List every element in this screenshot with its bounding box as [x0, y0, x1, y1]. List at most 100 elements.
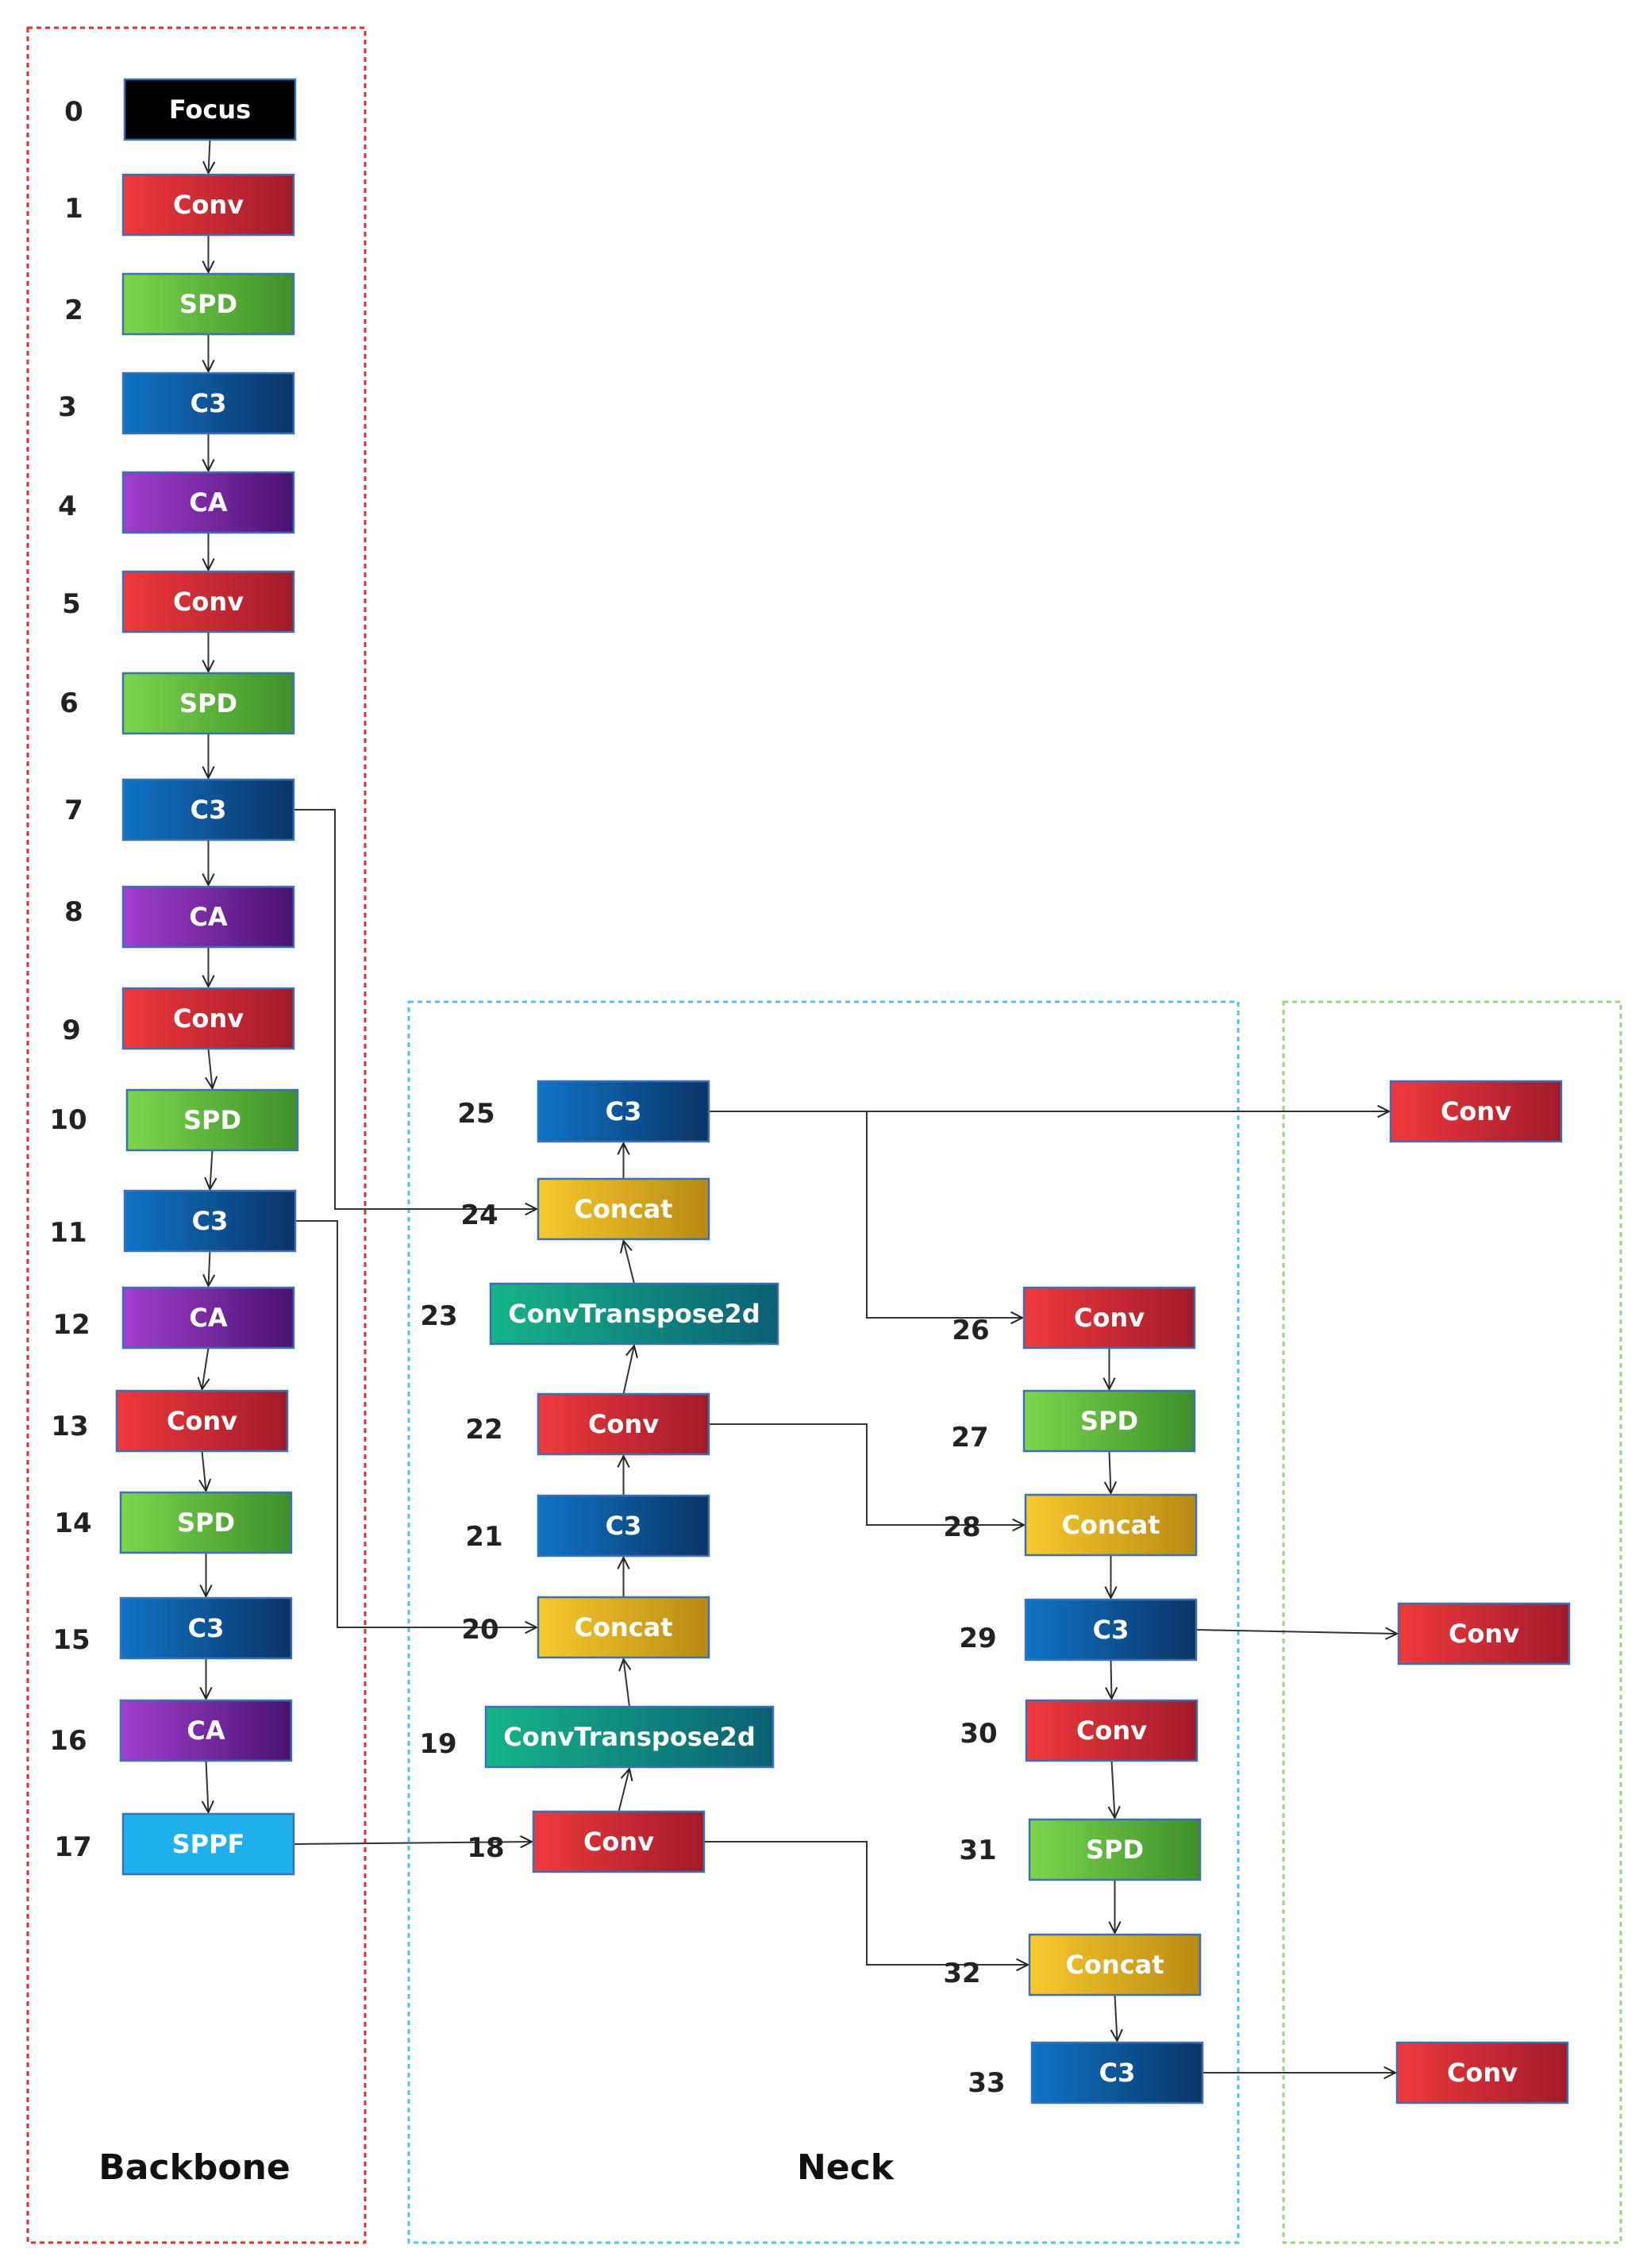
- node-index-label: 31: [959, 1835, 996, 1866]
- node-index-label: 20: [461, 1614, 498, 1646]
- node-index-label: 17: [54, 1831, 91, 1863]
- node-label: CA: [189, 487, 227, 518]
- node-box: [1024, 1493, 1198, 1557]
- node-22-conv: Conv: [537, 1392, 710, 1456]
- node-box: [1022, 1389, 1196, 1453]
- node-12-ca: CA: [121, 1286, 295, 1350]
- edge-11-20: [295, 1220, 537, 1627]
- node-box: [1030, 2041, 1204, 2104]
- node-index-label: 0: [64, 96, 83, 128]
- node-head-1-conv: Conv: [1389, 1080, 1563, 1143]
- node-index-label: 24: [460, 1199, 498, 1231]
- node-3-c3: C3: [121, 372, 295, 435]
- node-label: C3: [190, 388, 227, 418]
- node-7-c3: C3: [121, 778, 295, 841]
- node-27-spd: SPD: [1022, 1389, 1196, 1453]
- node-box: [537, 1177, 710, 1241]
- node-box: [121, 570, 295, 633]
- node-label: Conv: [1449, 1619, 1519, 1649]
- node-index-label: 1: [64, 193, 83, 225]
- node-box: [532, 1810, 706, 1873]
- node-box: [1028, 1818, 1202, 1881]
- node-index-label: 15: [52, 1624, 90, 1656]
- node-19-convtranspose2d: ConvTranspose2d: [484, 1705, 775, 1769]
- node-label: Focus: [169, 94, 251, 125]
- node-box: [125, 1088, 299, 1152]
- node-label: C3: [188, 1613, 225, 1643]
- node-label: Conv: [173, 1003, 244, 1034]
- node-box: [121, 173, 295, 237]
- node-index-label: 9: [62, 1015, 81, 1046]
- node-5-conv: Conv: [121, 570, 295, 633]
- node-index-label: 16: [49, 1725, 87, 1757]
- node-box: [121, 672, 295, 735]
- node-index-label: 32: [943, 1958, 980, 1989]
- node-label: Conv: [1447, 2058, 1518, 2088]
- node-index-label: 6: [60, 687, 79, 719]
- node-box: [537, 1080, 710, 1143]
- node-box: [115, 1389, 289, 1453]
- node-32-concat: Concat: [1028, 1933, 1202, 1997]
- edge-7-24: [294, 809, 537, 1209]
- node-index-label: 30: [960, 1718, 997, 1750]
- edge-11-12: [209, 1250, 210, 1286]
- node-box: [123, 78, 297, 141]
- node-index-label: 7: [64, 795, 83, 826]
- node-index-label: 13: [51, 1411, 88, 1442]
- node-31-spd: SPD: [1028, 1818, 1202, 1881]
- node-box: [121, 471, 295, 534]
- node-index-label: 19: [419, 1728, 456, 1760]
- node-label: Concat: [1065, 1950, 1164, 1980]
- node-33-c3: C3: [1030, 2041, 1204, 2104]
- node-box: [537, 1392, 710, 1456]
- node-box: [484, 1705, 775, 1769]
- node-label: SPD: [1080, 1406, 1138, 1436]
- edge-29-30: [1111, 1659, 1112, 1699]
- node-index-label: 2: [64, 295, 83, 326]
- node-11-c3: C3: [123, 1189, 297, 1253]
- node-label: C3: [1099, 2058, 1136, 2088]
- node-head-2-conv: Conv: [1397, 1602, 1571, 1665]
- node-label: ConvTranspose2d: [508, 1299, 760, 1329]
- node-box: [1025, 1699, 1199, 1762]
- node-label: Conv: [588, 1409, 659, 1439]
- node-26-conv: Conv: [1022, 1286, 1196, 1350]
- node-index-label: 22: [465, 1414, 502, 1446]
- node-25-c3: C3: [537, 1080, 710, 1143]
- edge-9-10: [209, 1048, 213, 1088]
- edge-22-28: [709, 1423, 1024, 1525]
- node-1-conv: Conv: [121, 173, 295, 237]
- node-label: Concat: [574, 1194, 672, 1224]
- section-box-head: [1282, 1000, 1622, 2244]
- node-box: [119, 1699, 293, 1762]
- section-label-neck: Neck: [797, 2147, 895, 2188]
- node-label: C3: [190, 795, 227, 825]
- edge-0-1: [209, 139, 210, 173]
- node-index-label: 11: [49, 1217, 87, 1249]
- section-label-backbone: Backbone: [98, 2147, 290, 2188]
- node-box: [119, 1491, 293, 1554]
- node-box: [121, 885, 295, 949]
- node-14-spd: SPD: [119, 1491, 293, 1554]
- node-29-c3: C3: [1024, 1598, 1198, 1662]
- node-label: C3: [606, 1096, 642, 1126]
- node-label: Concat: [1061, 1510, 1160, 1540]
- node-label: SPD: [179, 688, 237, 718]
- node-box: [1024, 1598, 1198, 1662]
- node-18-conv: Conv: [532, 1810, 706, 1873]
- edge-18-32: [704, 1841, 1028, 1965]
- edge-12-13: [202, 1347, 209, 1389]
- node-index-label: 12: [52, 1309, 90, 1341]
- edge-16-17: [206, 1760, 209, 1812]
- node-box: [119, 1596, 293, 1660]
- node-index-label: 8: [64, 896, 83, 928]
- node-17-sppf: SPPF: [121, 1812, 295, 1876]
- node-label: CA: [189, 902, 227, 932]
- node-box: [123, 1189, 297, 1253]
- edge-22-23: [622, 1346, 635, 1395]
- node-box: [537, 1494, 710, 1558]
- node-label: C3: [192, 1206, 229, 1236]
- node-0-focus: Focus: [123, 78, 297, 141]
- node-label: Concat: [574, 1612, 672, 1642]
- node-index-label: 21: [465, 1521, 502, 1553]
